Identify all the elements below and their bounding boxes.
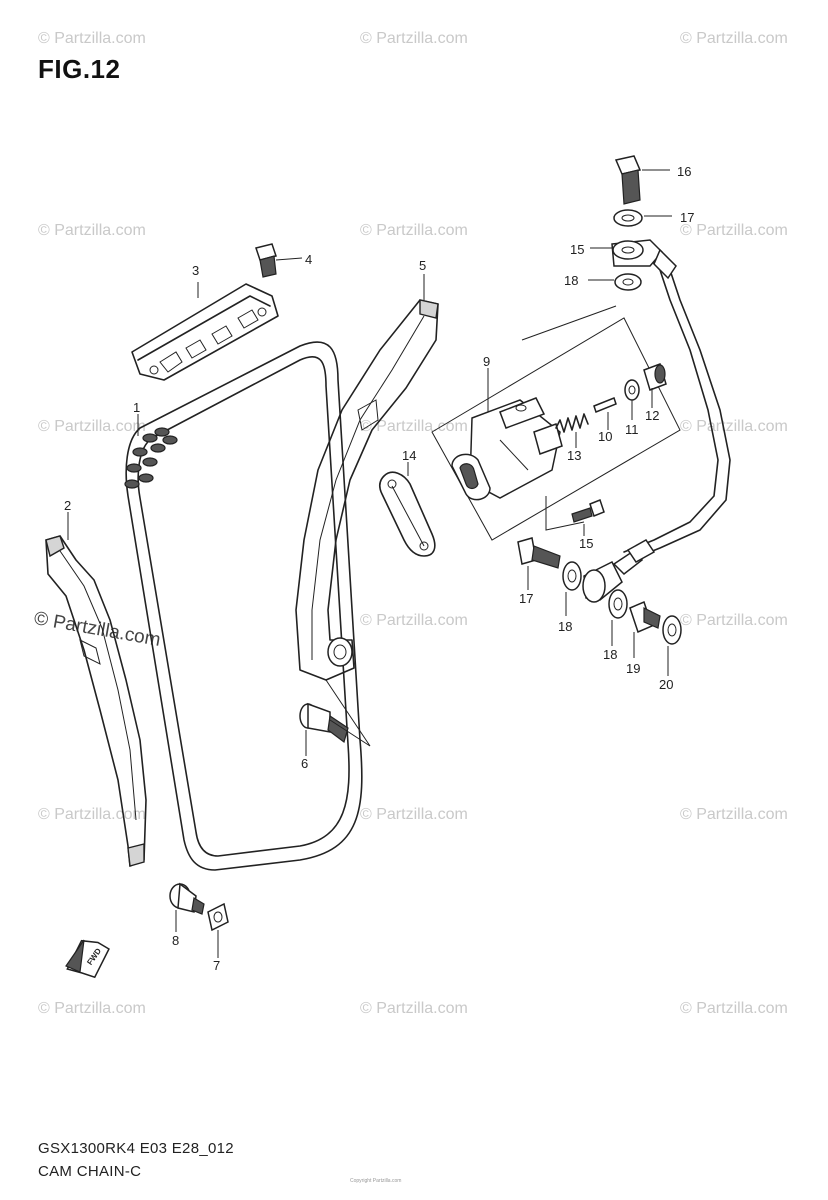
watermark-text: © Partzilla.com (360, 612, 468, 629)
callout-17-lower: 17 (519, 591, 533, 606)
callout-14: 14 (402, 448, 416, 463)
callout-18-top: 17 (680, 210, 694, 225)
part-6-guide-bolt (299, 679, 371, 747)
part-18-washer-top (613, 209, 672, 227)
watermark-text: © Partzilla.com (680, 30, 788, 47)
callout-18-lower-left: 18 (558, 619, 572, 634)
small-copyright: Copyright Partzilla.com (350, 1178, 402, 1184)
watermark-text: © Partzilla.com (38, 1000, 146, 1017)
watermark-text: © Partzilla.com (360, 222, 468, 239)
section-name: CAM CHAIN-C (38, 1163, 142, 1180)
callout-20: 20 (659, 677, 673, 692)
part-9-tensioner-assembly (431, 317, 681, 541)
callout-1: 1 (133, 400, 140, 415)
part-17-union-bolt-top (614, 155, 670, 205)
watermark-text: © Partzilla.com (680, 418, 788, 435)
callout-15: 15 (579, 536, 593, 551)
tensioner-body (451, 397, 563, 501)
part-16-hose-union-lower (582, 539, 656, 603)
callout-17-top: 16 (677, 164, 691, 179)
part-15-bolt (545, 496, 605, 531)
part-20-washer (662, 615, 682, 645)
oil-hose-assembly (517, 155, 731, 645)
part-1-cam-chain (124, 341, 363, 871)
callout-2: 2 (64, 498, 71, 513)
watermark-text: © Partzilla.com (360, 30, 468, 47)
part-18-washer-upper-middle (614, 273, 642, 291)
watermark-text: © Partzilla.com (680, 222, 788, 239)
watermark-text: © Partzilla.com (38, 418, 146, 435)
watermark-text: © Partzilla.com (38, 222, 146, 239)
part-3-chain-guide-top (131, 283, 279, 381)
callout-3: 3 (192, 263, 199, 278)
part-16-hose-union-top (611, 239, 677, 280)
part-19-fitting (629, 600, 661, 634)
watermark-text: © Partzilla.com (680, 1000, 788, 1017)
watermark-text: © Partzilla.com (38, 30, 146, 47)
part-17-union-bolt-lower (517, 537, 561, 569)
callout-11: 11 (625, 422, 639, 437)
callout-labels: 3 4 1 2 5 6 8 7 14 9 10 11 12 13 15 16 1… (64, 164, 694, 973)
model-code: GSX1300RK4 E03 E28_012 (38, 1140, 234, 1157)
callout-9: 9 (483, 354, 490, 369)
part-8-bolt (169, 882, 205, 915)
callout-5: 5 (419, 258, 426, 273)
watermark-text: © Partzilla.com (680, 612, 788, 629)
callout-13: 13 (567, 448, 581, 463)
watermark-text: © Partzilla.com (360, 806, 468, 823)
callout-19: 19 (626, 661, 640, 676)
callout-18-middle: 18 (564, 273, 578, 288)
callout-12: 12 (645, 408, 659, 423)
part-10-pin (593, 397, 617, 413)
figure-title: FIG.12 (38, 54, 121, 84)
part-5-chain-guide-long (295, 299, 439, 681)
watermark-text: © Partzilla.com (360, 418, 468, 435)
watermark-text: © Partzilla.com (38, 806, 146, 823)
watermark-text: © Partzilla.com (680, 806, 788, 823)
callout-7: 7 (213, 958, 220, 973)
part-13-spring (555, 413, 589, 433)
chain-links (124, 427, 178, 489)
forward-direction-arrow: FWD (65, 939, 110, 979)
part-14-gasket (379, 471, 436, 557)
leader-lines (67, 247, 669, 958)
part-7-washer (207, 902, 229, 932)
callout-10: 10 (598, 429, 612, 444)
part-2-chain-tensioner-guide (45, 535, 147, 867)
callout-18-lower-right: 18 (603, 647, 617, 662)
part-18-washer-lower-right (608, 589, 628, 619)
part-11-washer (624, 379, 640, 401)
watermark-text: © Partzilla.com (360, 1000, 468, 1017)
callout-6: 6 (301, 756, 308, 771)
part-12-cap (643, 363, 667, 391)
callout-16: 15 (570, 242, 584, 257)
part-18-washer-lower-left (562, 561, 582, 591)
callout-4: 4 (305, 252, 312, 267)
callout-8: 8 (172, 933, 179, 948)
part-4-bolt (255, 243, 303, 278)
